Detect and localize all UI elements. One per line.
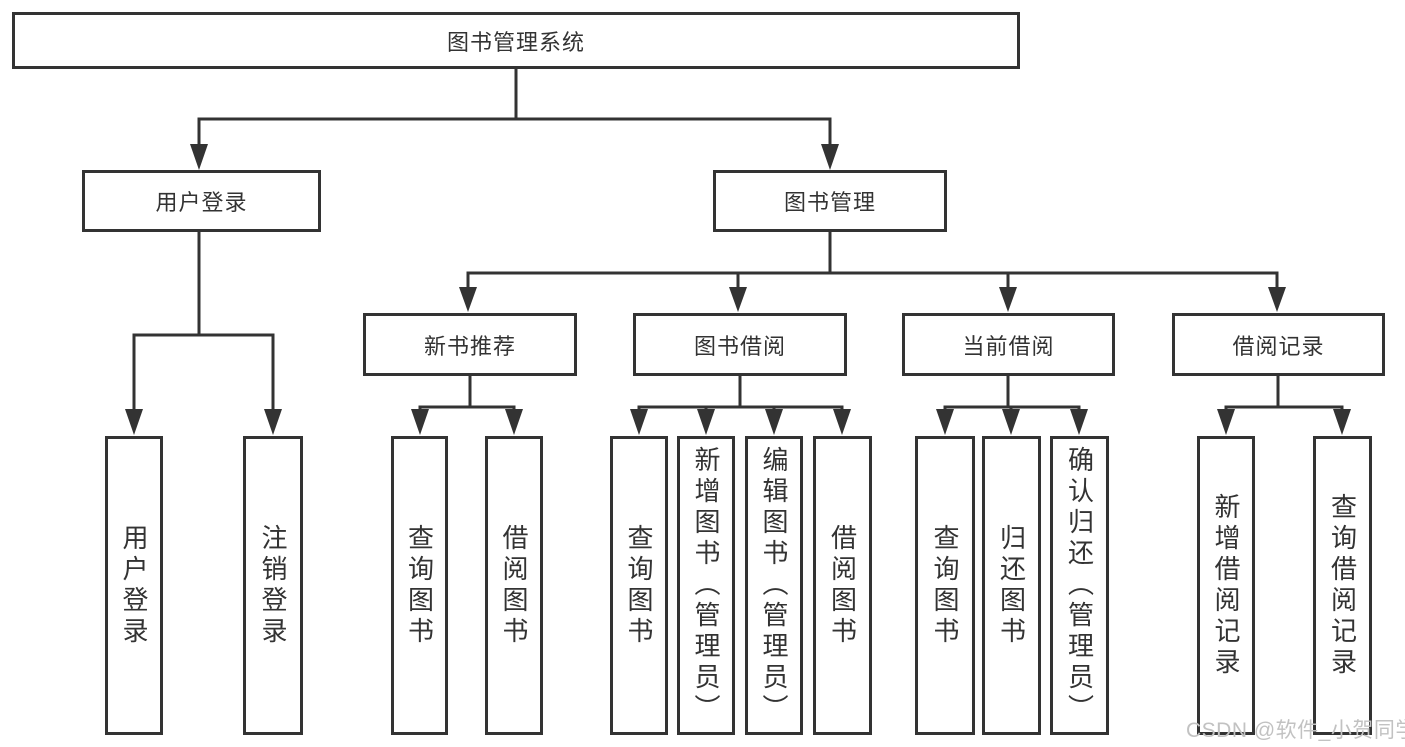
node-label: 编辑图书（管理员） [759, 446, 789, 725]
csdn-watermark: CSDN @软件_小贺同学 [1186, 719, 1405, 742]
arrowhead [125, 409, 143, 435]
leaf-confirm-return-admin: 确认归还（管理员） [1050, 436, 1109, 735]
arrowhead [765, 409, 783, 435]
node-label: 当前借阅 [962, 333, 1055, 359]
arrowhead [630, 409, 648, 435]
node-label: 图书管理系统 [446, 29, 585, 55]
node-user-login-module: 用户登录 [82, 170, 321, 232]
arrowhead [1070, 409, 1088, 435]
node-label: 查询借阅记录 [1327, 492, 1358, 679]
leaf-recommend-borrow-book: 借阅图书 [485, 436, 543, 735]
arrowhead [1333, 409, 1351, 435]
leaf-logout: 注销登录 [243, 436, 303, 735]
node-book-borrow: 图书借阅 [633, 313, 847, 376]
leaf-return-book: 归还图书 [982, 436, 1041, 735]
arrowhead [459, 287, 477, 312]
leaf-add-borrow-record: 新增借阅记录 [1197, 436, 1255, 735]
leaf-borrow-book: 借阅图书 [813, 436, 872, 735]
arrowhead [1268, 287, 1286, 312]
node-label: 确认归还（管理员） [1064, 446, 1095, 725]
leaf-current-query-book: 查询图书 [915, 436, 975, 735]
leaf-edit-book-admin: 编辑图书（管理员） [745, 436, 803, 735]
node-borrow-record: 借阅记录 [1172, 313, 1385, 376]
node-label: 查询图书 [404, 523, 435, 648]
leaf-borrow-query-book: 查询图书 [610, 436, 668, 735]
node-label: 借阅记录 [1232, 333, 1325, 359]
arrowhead [1217, 409, 1235, 435]
node-label: 图书借阅 [693, 333, 786, 359]
node-book-management: 图书管理 [713, 170, 947, 232]
node-library-system: 图书管理系统 [12, 12, 1020, 69]
node-label: 借阅图书 [499, 523, 529, 648]
node-label: 图书管理 [783, 190, 876, 215]
node-label: 新增图书（管理员） [691, 446, 721, 725]
node-label: 查询图书 [930, 523, 960, 648]
arrowhead [264, 409, 282, 435]
node-label: 用户登录 [119, 523, 149, 648]
node-label: 新书推荐 [423, 333, 516, 359]
arrowhead [936, 409, 954, 435]
arrowhead [505, 409, 523, 435]
node-label: 用户登录 [155, 190, 248, 215]
arrowhead [821, 144, 839, 170]
leaf-recommend-query-book: 查询图书 [391, 436, 448, 735]
node-new-book-recommend: 新书推荐 [363, 313, 577, 376]
node-label: 注销登录 [258, 523, 288, 648]
leaf-add-book-admin: 新增图书（管理员） [677, 436, 735, 735]
arrowhead [411, 409, 429, 435]
node-current-borrow: 当前借阅 [902, 313, 1115, 376]
arrowhead [999, 287, 1017, 312]
node-label: 借阅图书 [827, 523, 858, 648]
arrowhead [729, 287, 747, 312]
node-label: 新增借阅记录 [1211, 492, 1241, 679]
leaf-user-login: 用户登录 [105, 436, 163, 735]
arrowhead [697, 409, 715, 435]
leaf-query-borrow-record: 查询借阅记录 [1313, 436, 1372, 735]
node-label: 归还图书 [996, 523, 1027, 648]
arrowhead [833, 409, 851, 435]
node-label: 查询图书 [624, 523, 654, 648]
arrowhead [190, 144, 208, 170]
arrowhead [1002, 409, 1020, 435]
